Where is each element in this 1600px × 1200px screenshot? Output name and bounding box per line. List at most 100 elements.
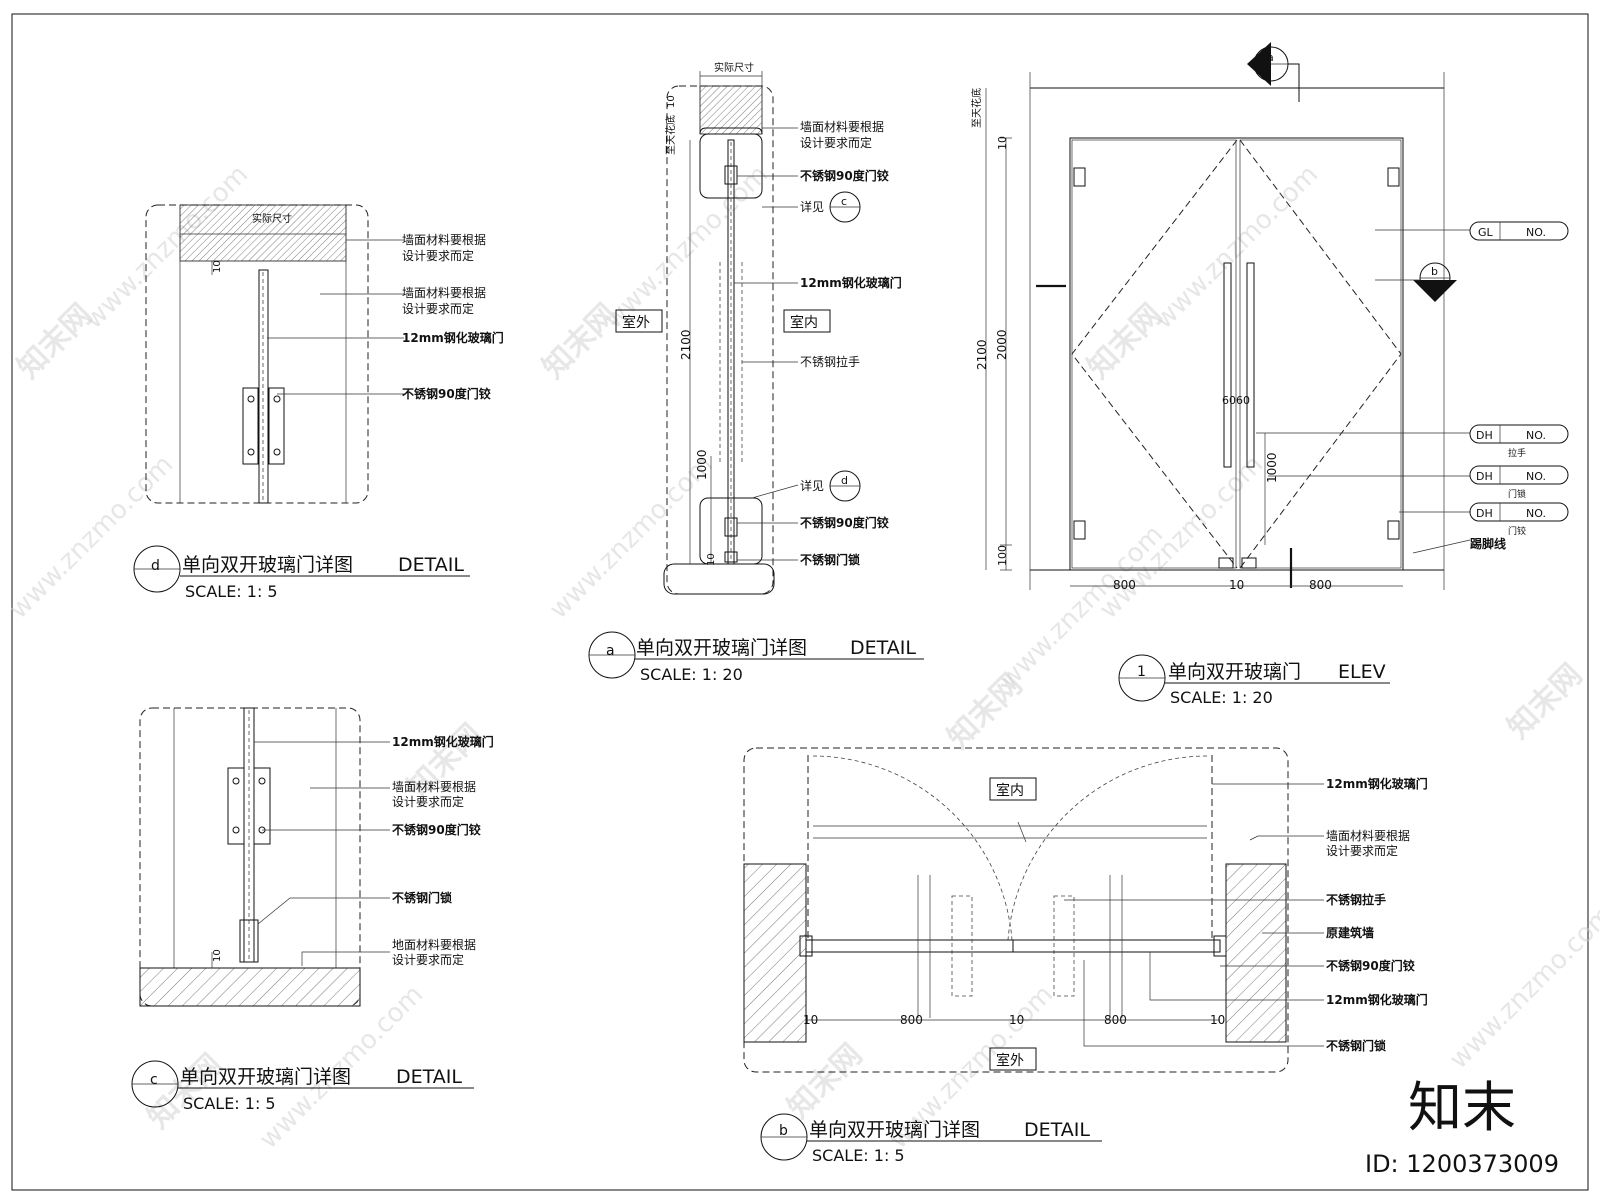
ref-letter-c: c	[841, 195, 847, 208]
ref-letter-d: d	[841, 474, 848, 487]
actual-size-label: 实际尺寸	[714, 61, 754, 74]
outdoor-label: 室外	[622, 314, 650, 331]
title-elev: 单向双开玻璃门	[1168, 661, 1301, 683]
title-c-type: DETAIL	[396, 1066, 462, 1088]
dim-2000: 2000	[995, 329, 1009, 360]
section-letter-a: a	[1267, 51, 1274, 64]
label-original-wall: 原建筑墙	[1326, 925, 1374, 940]
label-wall-material: 墙面材料要根据	[402, 233, 486, 247]
label-hinge: 不锈钢90度门铰	[402, 386, 491, 401]
label-hinge: 不锈钢90度门铰	[1326, 958, 1415, 973]
dim-10: 10	[996, 136, 1009, 150]
title-a-type: DETAIL	[850, 637, 916, 659]
dim-10: 10	[1210, 1013, 1225, 1027]
actual-size-label: 实际尺寸	[252, 212, 292, 225]
dim-100: 100	[996, 545, 1009, 566]
label-glass-door: 12mm钢化玻璃门	[1326, 992, 1428, 1007]
hinge-plate-right	[253, 767, 271, 845]
label-floor-material: 地面材料要根据	[392, 938, 476, 952]
dim-800: 800	[1104, 1013, 1127, 1027]
glass-leaf-right	[1012, 939, 1221, 953]
indoor-tag	[783, 309, 831, 333]
ref-letter-a: a	[606, 643, 615, 659]
detail-b: 室内 室外 10 800 10 800 10 12mm钢化玻璃门 墙面材料要根据…	[743, 747, 1428, 1073]
label-wall-material: 墙面材料要根据	[800, 120, 884, 134]
wall-left	[743, 863, 807, 1043]
tag-gl-code: GL	[1478, 226, 1494, 239]
title-d-scale: SCALE: 1: 5	[185, 582, 278, 601]
tag-hinge-caption: 门铰	[1508, 525, 1526, 537]
ref-letter-b: b	[779, 1123, 788, 1139]
label-see-detail: 详见	[800, 478, 824, 493]
label-glass-door: 12mm钢化玻璃门	[800, 275, 902, 290]
label-wall-material: 墙面材料要根据	[1326, 829, 1410, 843]
tag-dh-no: NO.	[1526, 470, 1546, 483]
tag-dh-handle	[1469, 424, 1569, 444]
title-c: 单向双开玻璃门详图	[180, 1066, 351, 1088]
label-glass-door: 12mm钢化玻璃门	[402, 330, 504, 345]
tag-lock-caption: 门锁	[1508, 488, 1526, 500]
detail-c-boundary	[139, 707, 361, 1007]
title-block-c: c 单向双开玻璃门详图 DETAIL SCALE: 1: 5	[131, 1060, 474, 1113]
tag-gl	[1469, 221, 1569, 241]
label-lock: 不锈钢门锁	[392, 890, 452, 905]
ceiling-label: 至天花底	[970, 88, 983, 128]
label-handle: 不锈钢拉手	[1326, 892, 1386, 907]
label-skirting: 踢脚线	[1470, 536, 1506, 551]
elevation-1: 6060 a b 至天花底 10 2000 2100 100 1000 800 …	[970, 42, 1569, 592]
watermark-site: www.znzmo.com	[544, 450, 719, 625]
label-wall-material-2: 设计要求而定	[392, 794, 464, 809]
title-elev-type: ELEV	[1338, 661, 1386, 683]
label-wall-material-2: 设计要求而定	[1326, 843, 1398, 858]
hinge-plate-left	[242, 387, 259, 465]
tag-dh-no: NO.	[1526, 507, 1546, 520]
outdoor-label: 室外	[996, 1052, 1024, 1069]
tag-dh-hinge	[1469, 502, 1569, 522]
dim-10: 10	[212, 949, 223, 962]
title-block-d: d 单向双开玻璃门详图 DETAIL SCALE: 1: 5	[133, 545, 470, 601]
title-a: 单向双开玻璃门详图	[636, 637, 807, 659]
dim-800: 800	[1309, 578, 1332, 592]
dim-1000: 1000	[1265, 452, 1279, 483]
tag-dh-code: DH	[1476, 507, 1493, 520]
swing-line-right	[1239, 139, 1402, 569]
label-wall-material-2: 设计要求而定	[800, 135, 872, 150]
ref-letter-c: c	[150, 1072, 158, 1088]
indoor-label: 室内	[996, 782, 1024, 799]
label-lock: 不锈钢门锁	[800, 552, 860, 567]
title-d-type: DETAIL	[398, 554, 464, 576]
tag-dh-lock	[1469, 465, 1569, 485]
label-glass-door: 12mm钢化玻璃门	[1326, 776, 1428, 791]
section-letter-b: b	[1431, 265, 1438, 278]
indoor-label: 室内	[790, 314, 818, 331]
wall-section	[179, 204, 347, 262]
title-b: 单向双开玻璃门详图	[809, 1119, 980, 1141]
dim-2100: 2100	[679, 329, 693, 360]
outdoor-tag	[989, 1047, 1037, 1071]
dim-2100: 2100	[975, 339, 989, 370]
image-id: ID: 1200373009	[1365, 1150, 1559, 1178]
label-glass-door: 12mm钢化玻璃门	[392, 734, 494, 749]
door-frame	[1069, 137, 1404, 571]
tag-gl-no: NO.	[1526, 226, 1546, 239]
label-wall-material: 墙面材料要根据	[392, 780, 476, 794]
dim-6060: 6060	[1222, 394, 1250, 407]
label-wall-material: 墙面材料要根据	[402, 286, 486, 300]
dim-10: 10	[212, 260, 223, 273]
watermark-site: www.znzmo.com	[1094, 450, 1269, 625]
indoor-tag	[989, 777, 1037, 801]
outdoor-tag	[615, 309, 663, 333]
dim-10: 10	[1009, 1013, 1024, 1027]
label-wall-material-2: 设计要求而定	[402, 248, 474, 263]
label-hinge: 不锈钢90度门铰	[392, 822, 481, 837]
label-see-detail: 详见	[800, 199, 824, 214]
watermark-site: www.znzmo.com	[4, 450, 179, 625]
label-hinge: 不锈钢90度门铰	[800, 168, 889, 183]
swing-arc-right	[1007, 755, 1208, 941]
dim-10: 10	[803, 1013, 818, 1027]
watermark-site: www.znzmo.com	[1444, 900, 1600, 1075]
tag-handle-caption: 拉手	[1508, 447, 1526, 459]
ceiling-wall-section	[699, 85, 763, 135]
floor-slab	[663, 563, 775, 595]
